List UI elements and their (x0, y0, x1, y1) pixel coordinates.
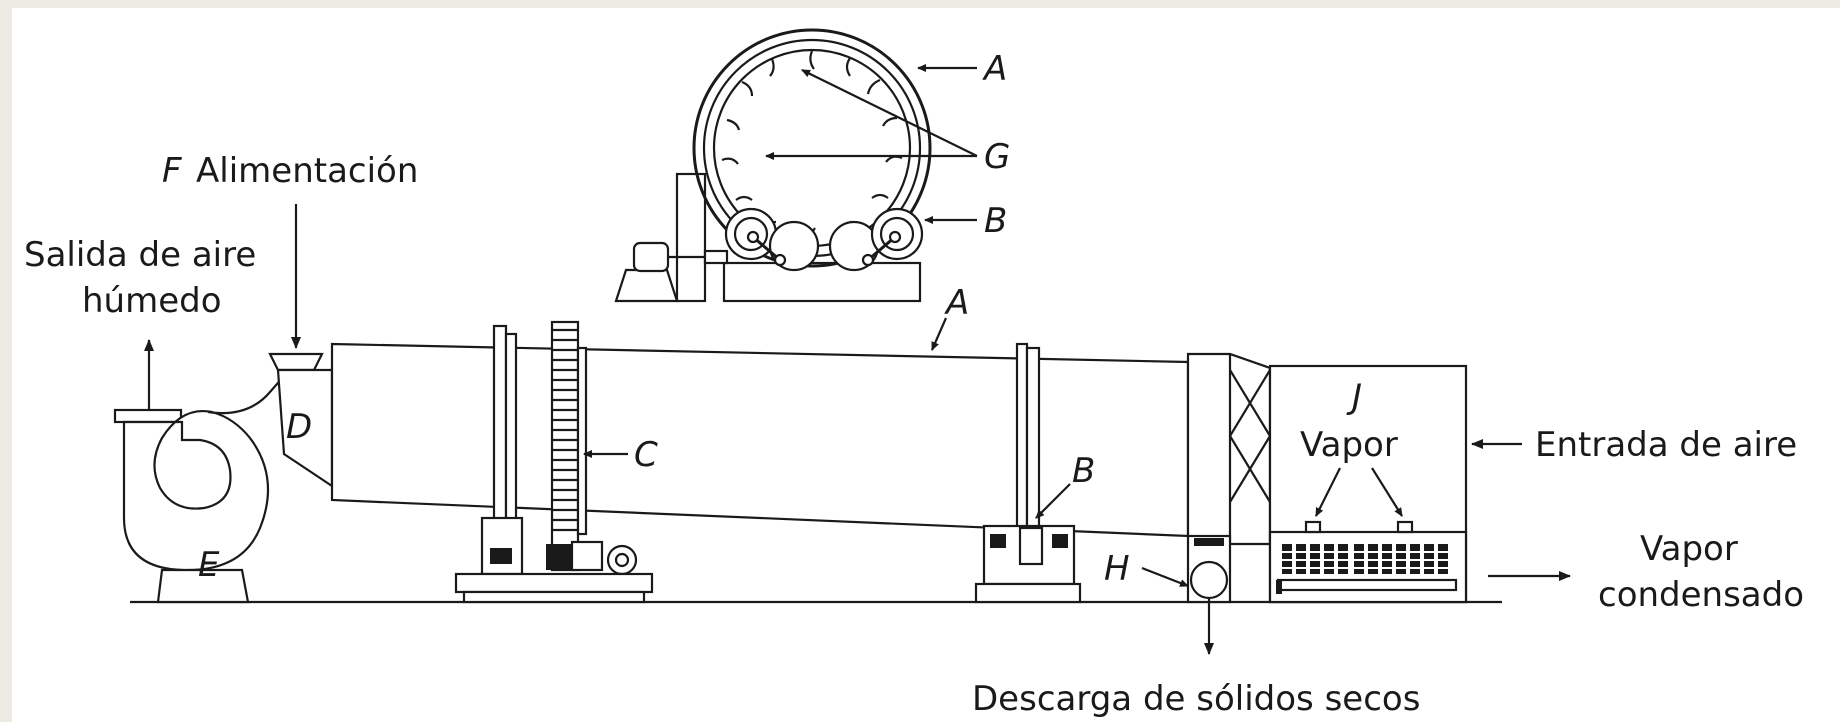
drum-outer-shell (692, 28, 932, 268)
label-e: E (198, 545, 220, 585)
motor-frame (675, 172, 707, 303)
vapor-label: Vapor (1300, 425, 1398, 465)
feed-hopper (268, 352, 324, 372)
roller-base (722, 261, 922, 303)
motor (632, 241, 670, 273)
feed-label: Alimentación (196, 151, 418, 191)
feed-end-housing (268, 352, 334, 489)
exhaust-fan (113, 375, 285, 604)
riding-ring-right (974, 342, 1082, 604)
label-b-bottom: B (1072, 451, 1095, 491)
label-b-top: B (984, 201, 1007, 241)
cross-section-view (614, 28, 978, 303)
salida-label-2: húmedo (82, 281, 222, 321)
label-d: D (286, 407, 312, 447)
label-h: H (1104, 549, 1130, 589)
label-a-top: A (982, 49, 1007, 89)
condensate-label-1: Vapor (1640, 529, 1738, 569)
drum-shell (330, 342, 1190, 538)
condensate-label-2: condensado (1598, 575, 1804, 615)
label-c: C (634, 435, 658, 475)
pinion-drive (454, 540, 654, 604)
label-g: G (984, 137, 1010, 177)
support-rollers (724, 207, 924, 272)
air-heater (1268, 364, 1468, 604)
diagram-page: A G B E Salida de aire húmedo F Alimenta… (12, 8, 1840, 722)
air-inlet-label: Entrada de aire (1535, 425, 1797, 465)
motor-base (614, 268, 679, 303)
rotary-dryer-diagram: A G B E Salida de aire húmedo F Alimenta… (24, 28, 1804, 719)
girth-gear (546, 320, 588, 572)
riding-ring-left (480, 324, 524, 576)
salida-label-1: Salida de aire (24, 235, 256, 275)
discharge-label: Descarga de sólidos secos (972, 679, 1420, 719)
discharge-hood (1186, 352, 1272, 604)
label-f: F (162, 151, 182, 191)
label-a-shell: A (944, 283, 969, 323)
